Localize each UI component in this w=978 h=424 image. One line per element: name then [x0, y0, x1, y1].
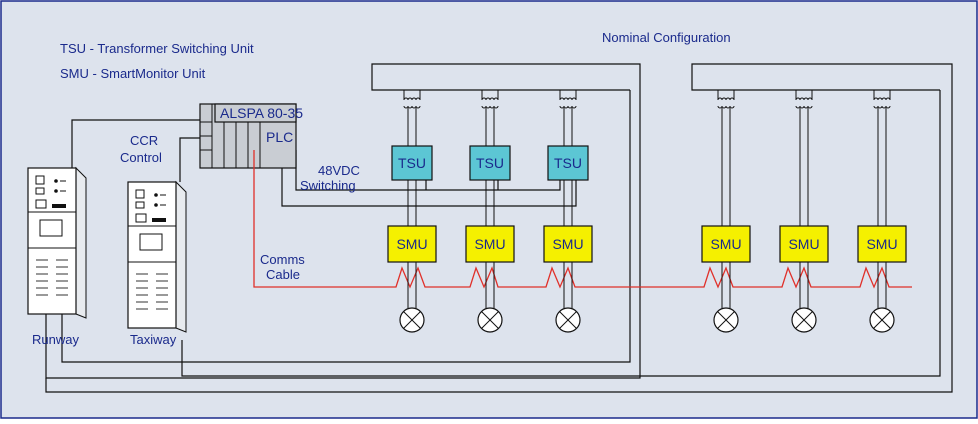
field-column-2: TSU SMU [465, 90, 515, 333]
diagram-title: Nominal Configuration [602, 30, 731, 45]
vdc-switching-label-line2: Switching [300, 178, 356, 193]
tsu-box [547, 145, 589, 181]
tsu-box [469, 145, 511, 181]
cabinet-switch [135, 213, 147, 223]
transformer-icon [559, 90, 577, 109]
lamp-icon [477, 307, 503, 333]
cabinet-display [139, 233, 163, 251]
ccr-control-wires [71, 119, 577, 207]
tsu-label: TSU [554, 155, 582, 171]
cabinet-side [175, 180, 187, 333]
legend-tsu: TSU - Transformer Switching Unit [60, 41, 254, 56]
cabinet-switch [35, 199, 47, 209]
cabinet-switch [35, 175, 45, 185]
cabinet-switch [135, 201, 145, 209]
series-loop-taxiway [45, 63, 953, 393]
smu-label: SMU [710, 236, 741, 252]
plc-label: PLC [266, 129, 293, 145]
legend-smu: SMU - SmartMonitor Unit [60, 66, 206, 81]
field-column-1: TSU SMU [387, 90, 437, 333]
cabinet-display [39, 219, 63, 237]
cabinet-indicator [154, 203, 158, 207]
lamp-icon [791, 307, 817, 333]
field-column-6: SMU [857, 90, 907, 333]
transformer-icon [481, 90, 499, 109]
lamp-icon [555, 307, 581, 333]
smu-label: SMU [552, 236, 583, 252]
cabinet-switch [135, 189, 145, 199]
vdc-switching-label-line1: 48VDC [318, 163, 360, 178]
cabinet-indicator [54, 179, 58, 183]
ccr-cabinet-runway [27, 166, 87, 319]
lamp-icon [869, 307, 895, 333]
cabinet-front [127, 181, 177, 329]
lamp-icon [713, 307, 739, 333]
ccr-control-label-line2: Control [120, 150, 162, 165]
transformer-icon [873, 90, 891, 109]
field-column-3: TSU SMU [543, 90, 593, 333]
lamp-icon [399, 307, 425, 333]
plc-model: ALSPA 80-35 [220, 105, 303, 121]
series-loop-runway [45, 63, 641, 379]
smu-box [857, 225, 907, 263]
ccr-cabinet-taxiway [127, 180, 187, 333]
smu-box [387, 225, 437, 263]
cabinet-indicator [54, 189, 58, 193]
smu-box [779, 225, 829, 263]
cabinet-front [27, 167, 77, 315]
smu-box [701, 225, 751, 263]
tsu-label: TSU [476, 155, 504, 171]
cabinet-meter [52, 204, 66, 208]
smu-label: SMU [866, 236, 897, 252]
ccr-label-runway: Runway [32, 332, 79, 347]
ccr-label-taxiway: Taxiway [130, 332, 177, 347]
field-column-4: SMU [701, 90, 751, 333]
tsu-box [391, 145, 433, 181]
cabinet-indicator [154, 193, 158, 197]
smu-label: SMU [474, 236, 505, 252]
smu-box [465, 225, 515, 263]
smu-label: SMU [396, 236, 427, 252]
cabinet-side [75, 166, 87, 319]
comms-cable-label-line1: Comms [260, 252, 305, 267]
cabinet-switch [35, 187, 45, 195]
field-column-5: SMU [779, 90, 829, 333]
comms-cable-label-line2: Cable [266, 267, 300, 282]
ccr-control-label-line1: CCR [130, 133, 158, 148]
tsu-label: TSU [398, 155, 426, 171]
smu-label: SMU [788, 236, 819, 252]
transformer-icon [403, 90, 421, 109]
smu-box [543, 225, 593, 263]
transformer-icon [717, 90, 735, 109]
cabinet-meter [152, 218, 166, 222]
comms-cable [253, 150, 912, 289]
plc-rack: ALSPA 80-35 PLC [199, 103, 303, 169]
transformer-icon [795, 90, 813, 109]
